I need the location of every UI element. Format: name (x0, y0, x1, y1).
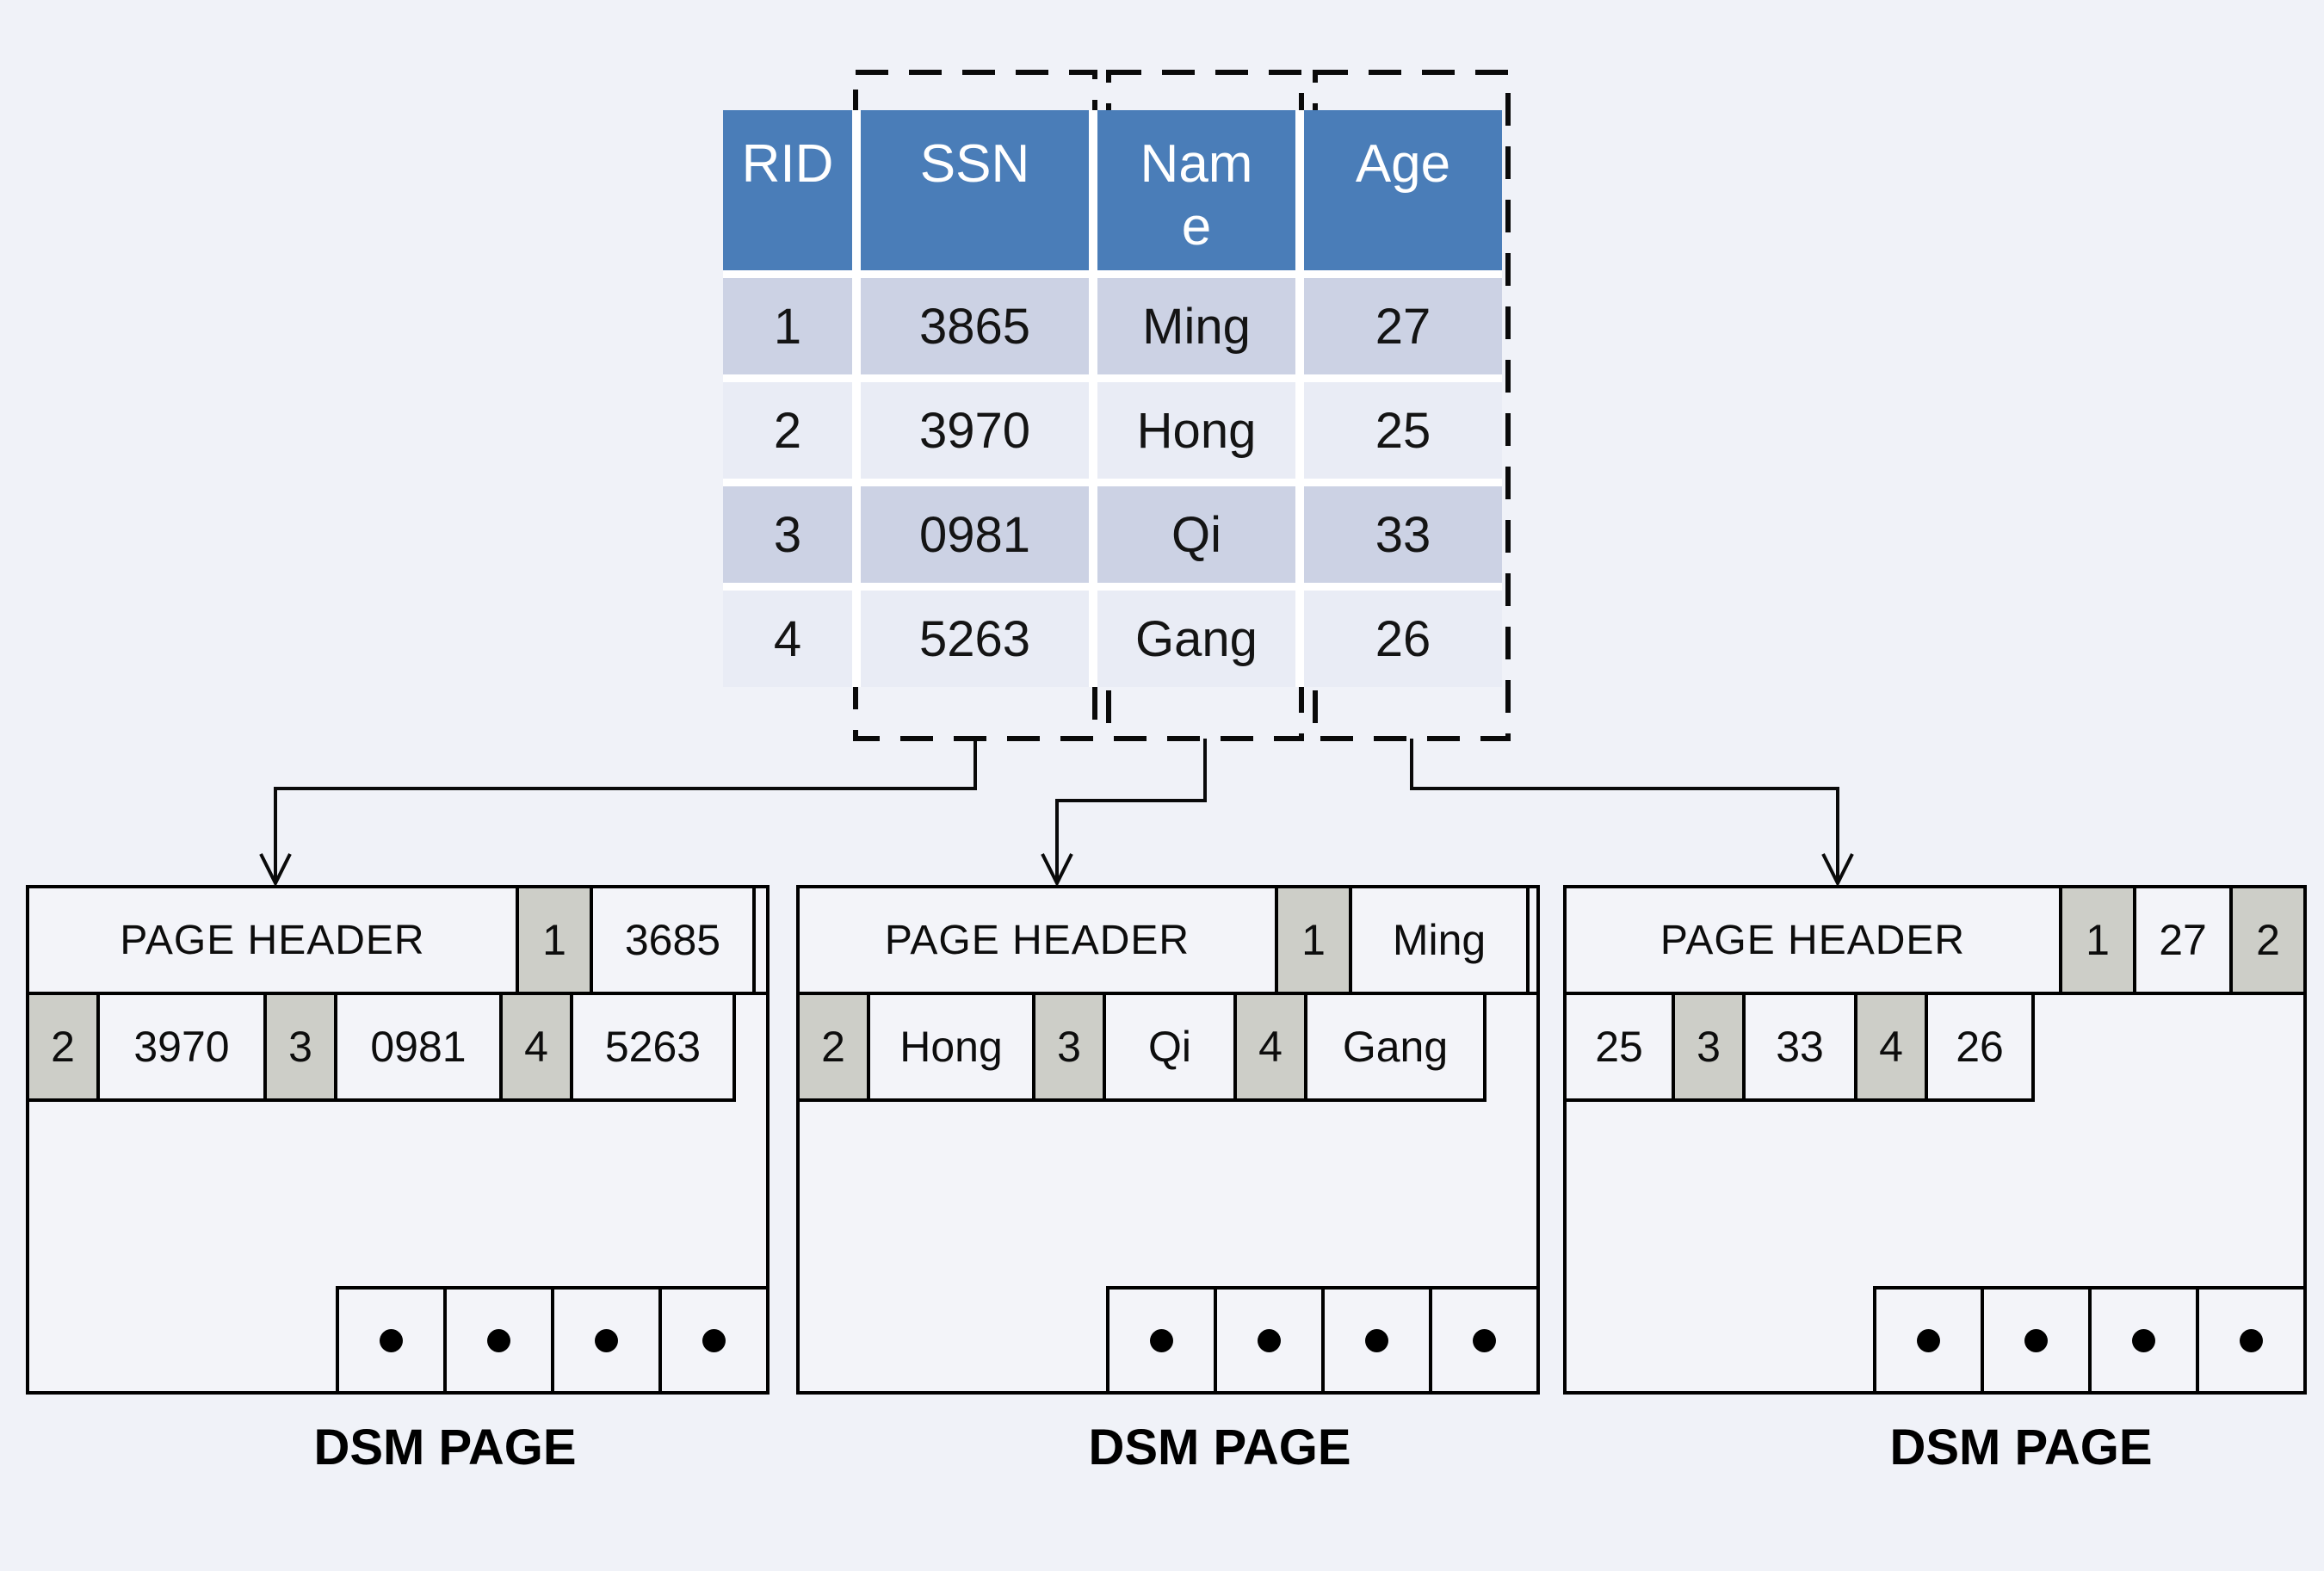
table-cell: 3 (723, 486, 852, 583)
slot-directory-cell (658, 1286, 770, 1395)
record-dot-icon (1473, 1328, 1496, 1352)
table-cell: 0981 (861, 486, 1089, 583)
record-dot-icon (702, 1328, 726, 1352)
slot-number-cell: 4 (1854, 995, 1928, 1102)
slot-number-cell: 1 (516, 888, 590, 992)
ssn-connector-line (274, 739, 977, 881)
slot-number-cell: 3 (263, 995, 337, 1102)
value-cell: 3970 (96, 995, 267, 1102)
slot-number-cell: 2 (26, 995, 100, 1102)
dsm-page-age: PAGE HEADER 1 27 2 25 3 33 4 26 (1563, 885, 2307, 1395)
slot-directory-cell (1873, 1286, 1984, 1395)
slot-directory-row (1873, 1286, 2307, 1395)
slot-number-cell: 4 (499, 995, 573, 1102)
dsm-page-name: PAGE HEADER 1 Ming 2 Hong 3 Qi 4 Gang (796, 885, 1540, 1395)
table-cell: 1 (723, 278, 852, 374)
record-dot-icon (487, 1328, 510, 1352)
table-cell: 33 (1304, 486, 1502, 583)
page-data-row: 2 3970 3 0981 4 5263 (26, 995, 736, 1102)
value-cell: 33 (1742, 995, 1857, 1102)
slot-directory-cell (1429, 1286, 1540, 1395)
source-table: RID SSN Name Age 1 3865 Ming 27 2 3970 H… (723, 110, 1502, 687)
table-cell: 4 (723, 591, 852, 687)
value-cell: Gang (1304, 995, 1486, 1102)
table-cell: 2 (723, 382, 852, 479)
value-cell: 27 (2133, 888, 2229, 992)
record-dot-icon (1150, 1328, 1173, 1352)
column-header-name-text: Name (1140, 134, 1253, 257)
slot-number-cell: 1 (1275, 888, 1349, 992)
value-cell: Ming (1349, 888, 1530, 992)
table-cell: Qi (1097, 486, 1295, 583)
record-dot-icon (1917, 1328, 1940, 1352)
table-cell: Gang (1097, 591, 1295, 687)
value-cell: 26 (1925, 995, 2035, 1102)
dsm-page-ssn: PAGE HEADER 1 3685 2 3970 3 0981 4 5263 (26, 885, 770, 1395)
slot-number-cell: 3 (1032, 995, 1106, 1102)
table-cell: 27 (1304, 278, 1502, 374)
value-cell: Hong (867, 995, 1035, 1102)
slot-directory-cell (2088, 1286, 2199, 1395)
age-arrowhead-icon (1821, 853, 1854, 888)
slot-directory-cell (1321, 1286, 1432, 1395)
slot-directory-cell (1214, 1286, 1325, 1395)
header-band-gap (756, 888, 766, 992)
table-cell: 26 (1304, 591, 1502, 687)
dsm-page-caption: DSM PAGE (1889, 1419, 2153, 1475)
record-dot-icon (595, 1328, 618, 1352)
slot-number-cell: 2 (2229, 888, 2303, 992)
page-header-band: PAGE HEADER 1 3685 (29, 888, 766, 995)
page-header-label: PAGE HEADER (1660, 917, 1966, 963)
value-cell: 0981 (334, 995, 503, 1102)
column-to-page-connectors (259, 739, 1854, 888)
table-cell: 3865 (861, 278, 1089, 374)
table-cell: Hong (1097, 382, 1295, 479)
page-header-label: PAGE HEADER (884, 917, 1190, 963)
record-dot-icon (1258, 1328, 1281, 1352)
slot-number-cell: 2 (796, 995, 870, 1102)
record-dot-icon (2240, 1328, 2263, 1352)
table-cell: 3970 (861, 382, 1089, 479)
dsm-page-caption: DSM PAGE (313, 1419, 577, 1475)
page-header-label: PAGE HEADER (120, 917, 425, 963)
slot-number-cell: 3 (1672, 995, 1746, 1102)
dsm-page-caption: DSM PAGE (1088, 1419, 1351, 1475)
value-cell: 3685 (590, 888, 756, 992)
column-header-age: Age (1304, 110, 1502, 270)
slot-directory-row (336, 1286, 770, 1395)
ssn-arrowhead-icon (259, 853, 292, 888)
slot-number-cell: 1 (2059, 888, 2133, 992)
slot-number-cell: 4 (1233, 995, 1307, 1102)
slot-directory-cell (1981, 1286, 2092, 1395)
column-header-rid: RID (723, 110, 852, 270)
column-header-ssn: SSN (861, 110, 1089, 270)
age-connector-line (1410, 739, 1839, 881)
record-dot-icon (1365, 1328, 1388, 1352)
table-cell: Ming (1097, 278, 1295, 374)
slot-directory-cell (2196, 1286, 2307, 1395)
record-dot-icon (380, 1328, 403, 1352)
slot-directory-cell (1106, 1286, 1217, 1395)
value-cell: 25 (1563, 995, 1675, 1102)
name-arrowhead-icon (1041, 853, 1073, 888)
name-connector-line (1055, 739, 1207, 881)
header-band-gap (1530, 888, 1536, 992)
record-dot-icon (2024, 1328, 2048, 1352)
record-dot-icon (2132, 1328, 2155, 1352)
page-header-band: PAGE HEADER 1 Ming (800, 888, 1536, 995)
page-data-row: 25 3 33 4 26 (1563, 995, 2035, 1102)
slot-directory-cell (443, 1286, 554, 1395)
value-cell: 5263 (570, 995, 736, 1102)
table-cell: 25 (1304, 382, 1502, 479)
value-cell: Qi (1103, 995, 1237, 1102)
slot-directory-cell (551, 1286, 662, 1395)
column-header-name: Name (1097, 110, 1295, 270)
page-data-row: 2 Hong 3 Qi 4 Gang (796, 995, 1486, 1102)
slot-directory-row (1106, 1286, 1540, 1395)
slot-directory-cell (336, 1286, 447, 1395)
table-cell: 5263 (861, 591, 1089, 687)
page-header-band: PAGE HEADER 1 27 2 (1567, 888, 2303, 995)
